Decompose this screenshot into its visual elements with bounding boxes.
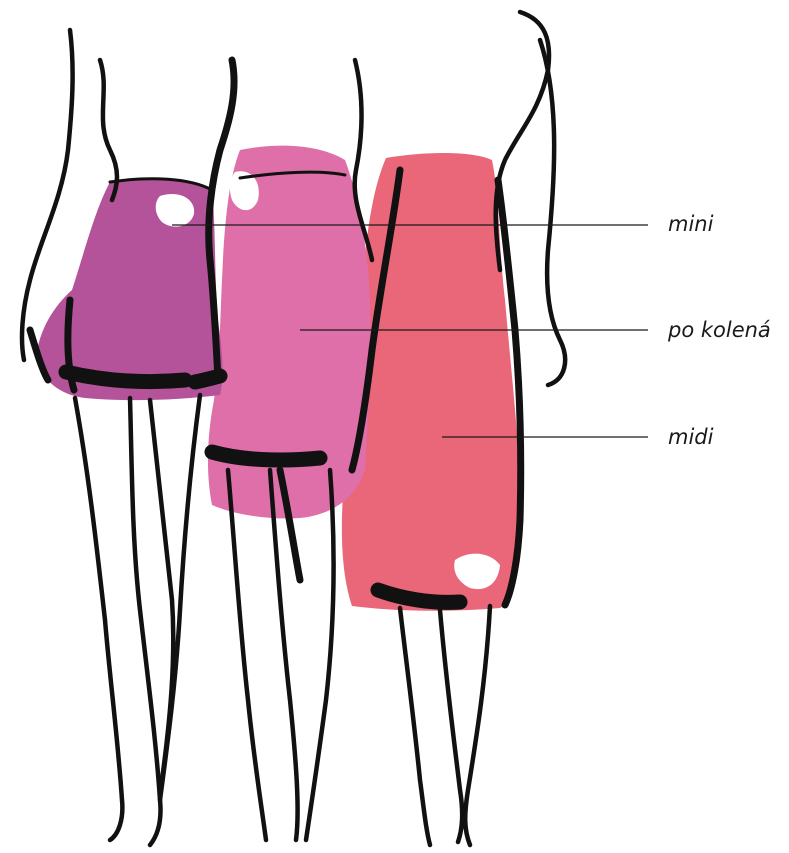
label-knee-length: po kolená xyxy=(668,320,771,341)
figure-left-outline xyxy=(22,30,220,845)
label-mini: mini xyxy=(668,214,713,235)
label-midi: midi xyxy=(668,427,713,448)
